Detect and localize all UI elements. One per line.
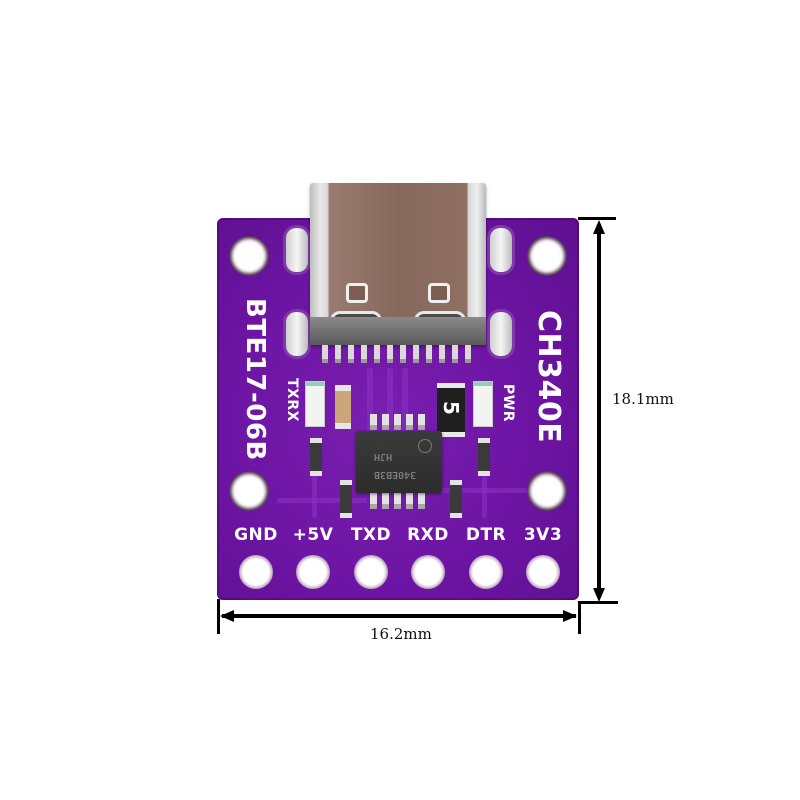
height-dim-top-tick (578, 217, 616, 220)
arrow-down-icon (593, 588, 605, 602)
ic-pin (418, 414, 425, 430)
height-dimension-label: 18.1mm (612, 390, 674, 408)
pin-label-dtr: DTR (465, 525, 507, 545)
height-dim-bottom-tick (578, 601, 618, 604)
ic-pin (406, 493, 413, 509)
arrow-up-icon (593, 220, 605, 234)
usbc-pin (335, 345, 341, 363)
ic-pin (406, 414, 413, 430)
resistor (340, 480, 352, 518)
mounting-hole-bottom-left (229, 471, 269, 511)
ic-pin (382, 493, 389, 509)
ch340e-chip: HJH 340EB3B (356, 431, 442, 493)
usbc-pin (439, 345, 445, 363)
ic-pin (382, 414, 389, 430)
usbc-mount-tab (286, 228, 308, 272)
ic-marking-line2: 340EB3B (374, 469, 417, 480)
usbc-pin (465, 345, 471, 363)
usbc-mount-tab (286, 312, 308, 356)
usbc-mount-tab (490, 228, 512, 272)
pwr-led-label: PWR (500, 384, 516, 422)
copper-trace (312, 448, 317, 518)
header-pad-dtr (469, 555, 503, 589)
txrx-led (306, 382, 324, 426)
usbc-pin (348, 345, 354, 363)
height-dim-line (597, 224, 601, 596)
copper-trace (367, 368, 373, 438)
fuse: 5 (437, 383, 465, 437)
pin1-marker (418, 439, 432, 453)
usbc-dimple (428, 283, 450, 303)
pin-label-rxd: RXD (407, 525, 449, 545)
usbc-pin (322, 345, 328, 363)
copper-trace (277, 498, 367, 503)
capacitor (335, 385, 351, 429)
usbc-pin (413, 345, 419, 363)
mounting-hole-top-right (527, 236, 567, 276)
pwr-led (474, 382, 492, 426)
header-pad-3v3 (526, 555, 560, 589)
usb-c-connector (310, 183, 486, 345)
width-dim-right-tick (578, 601, 581, 634)
header-pad-rxd (411, 555, 445, 589)
part-number-label: BTE17-06B (240, 298, 270, 461)
pin-label-5v: +5V (292, 525, 334, 545)
usbc-mount-tab (490, 312, 512, 356)
ic-pin (370, 493, 377, 509)
usbc-lip (310, 317, 486, 345)
ic-pin (418, 493, 425, 509)
header-pad-5v (296, 555, 330, 589)
ic-pin (370, 414, 377, 430)
usbc-pin (387, 345, 393, 363)
usbc-dimple (346, 283, 368, 303)
resistor (310, 438, 322, 476)
copper-trace (387, 368, 393, 438)
copper-trace (482, 448, 487, 518)
mounting-hole-bottom-right (527, 471, 567, 511)
ic-pin (394, 414, 401, 430)
arrow-left-icon (220, 610, 234, 622)
arrow-right-icon (563, 610, 577, 622)
copper-trace (402, 368, 408, 438)
usbc-pin (361, 345, 367, 363)
usbc-pin (400, 345, 406, 363)
pin-label-3v3: 3V3 (523, 525, 563, 545)
width-dim-line (222, 614, 576, 618)
mounting-hole-top-left (229, 236, 269, 276)
resistor (450, 480, 462, 518)
chip-model-label: CH340E (531, 310, 566, 444)
header-pad-txd (354, 555, 388, 589)
usbc-pin (374, 345, 380, 363)
pin-label-txd: TXD (350, 525, 392, 545)
ic-pin (394, 493, 401, 509)
width-dimension-label: 16.2mm (370, 625, 432, 643)
fuse-marking: 5 (439, 401, 463, 415)
usbc-pin (426, 345, 432, 363)
usbc-pin (452, 345, 458, 363)
txrx-led-label: TXRX (284, 378, 300, 422)
header-pad-gnd (239, 555, 273, 589)
width-dim-left-tick (217, 599, 220, 634)
pin-label-gnd: GND (234, 525, 278, 545)
ic-marking-line1: HJH (374, 451, 393, 462)
resistor (478, 438, 490, 476)
